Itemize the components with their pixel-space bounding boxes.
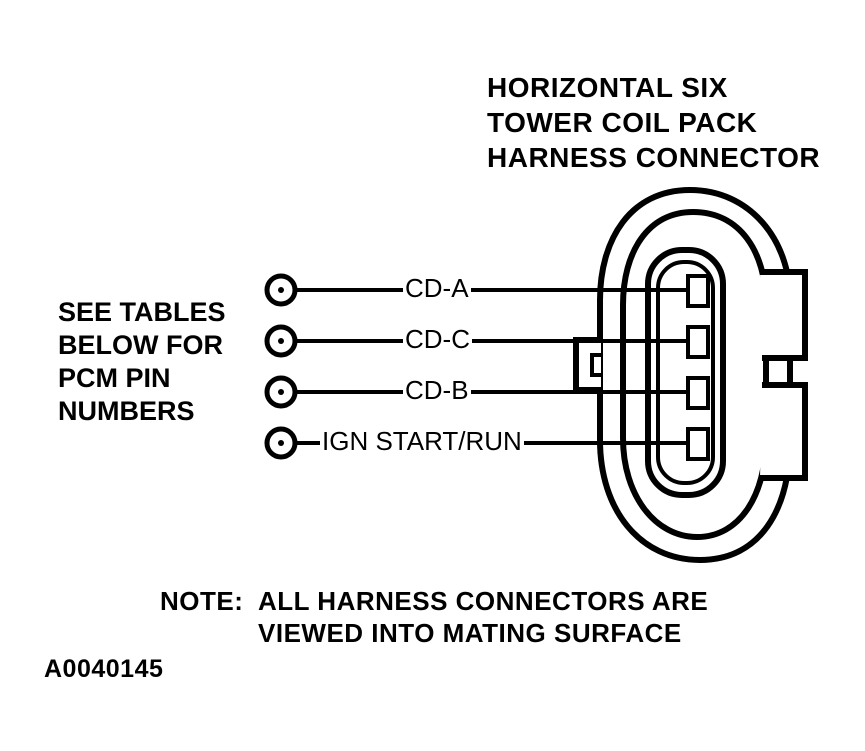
connector-title-line-2: TOWER COIL PACK xyxy=(487,107,758,138)
connector-pin xyxy=(686,325,710,359)
lower-lock-tab xyxy=(760,382,808,481)
terminal-circle xyxy=(264,324,298,358)
connector-title-line-3: HARNESS CONNECTOR xyxy=(487,142,821,173)
connector-pin xyxy=(686,376,710,410)
connector-pin xyxy=(686,427,710,461)
terminal-circle xyxy=(264,426,298,460)
upper-lock-tab xyxy=(760,269,808,361)
connector-title-line-1: HORIZONTAL SIX xyxy=(487,72,728,103)
terminal-circle xyxy=(264,375,298,409)
wire-label-cd-b: CD-B xyxy=(403,375,471,406)
wire-label-cd-a: CD-A xyxy=(403,273,471,304)
wire-label-cd-c: CD-C xyxy=(403,324,472,355)
side-note-line-2: BELOW FOR xyxy=(58,330,223,360)
side-note-line-4: NUMBERS xyxy=(58,396,195,426)
note-line-2: VIEWED INTO MATING SURFACE xyxy=(258,618,682,648)
side-note-line-1: SEE TABLES xyxy=(58,297,226,327)
key-notch-inner xyxy=(590,353,601,377)
wire-label-ign-start-run: IGN START/RUN xyxy=(320,426,524,457)
note-line-1: ALL HARNESS CONNECTORS ARE xyxy=(258,586,709,616)
note-prefix: NOTE: xyxy=(160,586,244,616)
side-note-line-3: PCM PIN xyxy=(58,363,171,393)
connector-pin xyxy=(686,274,710,308)
figure-id: A0040145 xyxy=(44,655,164,683)
terminal-circle xyxy=(264,273,298,307)
